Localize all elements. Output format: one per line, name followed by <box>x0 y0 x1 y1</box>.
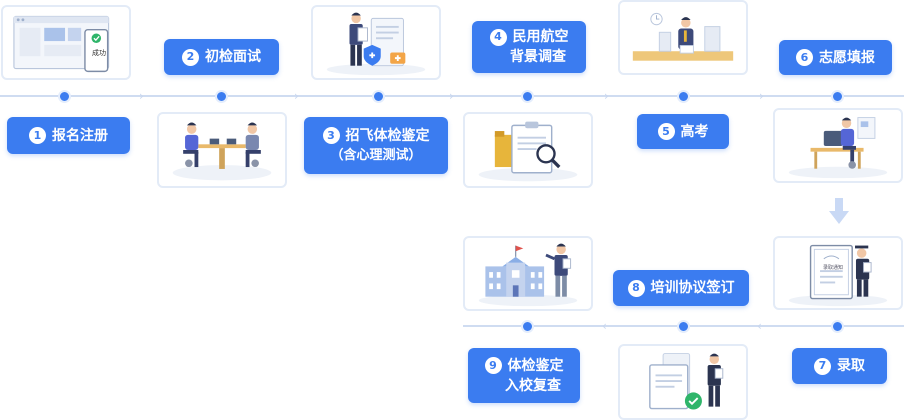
step-title: 录取 <box>837 358 865 374</box>
chevron-left-icon: ‹ <box>602 319 607 333</box>
chevron-right-icon: › <box>139 89 144 103</box>
illustration-background-check <box>463 112 593 188</box>
illustration-gaokao <box>618 0 748 75</box>
step-title: 培训协议签订 <box>650 280 735 296</box>
step-number: 2 <box>182 48 199 66</box>
school-building-icon <box>478 243 578 307</box>
step-number: 1 <box>29 127 46 144</box>
step-label-2: 2 初检面试 <box>164 39 279 75</box>
timeline-dot-step-8 <box>677 320 690 333</box>
illustration-agreement <box>618 344 748 420</box>
step-title: 民用航空 <box>512 29 569 45</box>
step-title: 招飞体检鉴定 <box>345 127 430 144</box>
admission-document-text: 录取通知 <box>823 265 844 271</box>
step-title: 体检鉴定 <box>507 357 564 374</box>
desk-computer-icon <box>788 117 888 179</box>
step-number: 9 <box>484 357 502 374</box>
step-label-8: 8 培训协议签订 <box>613 270 749 306</box>
step-number: 6 <box>796 49 813 66</box>
step-number: 4 <box>489 28 507 46</box>
step-title: 报名注册 <box>52 127 108 144</box>
medical-check-icon <box>326 12 426 76</box>
step-title: 初检面试 <box>205 49 261 65</box>
step-label-1: 1 报名注册 <box>7 117 130 154</box>
step-label-5: 5 高考 <box>637 114 729 149</box>
illustration-register: 成功 <box>1 5 131 80</box>
step-number: 5 <box>657 123 675 140</box>
chevron-right-icon: › <box>294 89 299 103</box>
illustration-application <box>773 108 903 183</box>
chevron-right-icon: › <box>449 89 454 103</box>
step-label-9: 9 体检鉴定 入校复查 <box>468 348 580 403</box>
step-subtitle: （含心理测试） <box>330 147 422 163</box>
browser-window-icon <box>13 15 110 73</box>
chevron-right-icon: › <box>759 89 764 103</box>
admission-letter-icon <box>788 244 888 307</box>
illustration-medical <box>311 5 441 80</box>
step-label-6: 6 志愿填报 <box>779 40 892 75</box>
step-subtitle: 入校复查 <box>505 377 561 394</box>
timeline-top <box>0 95 904 97</box>
illustration-admission: 录取通知 <box>773 236 903 310</box>
timeline-dot-step-5 <box>677 90 690 103</box>
clipboard-magnifier-icon <box>478 121 578 182</box>
chevron-left-icon: ‹ <box>757 319 762 333</box>
timeline-dot-step-9 <box>521 320 534 333</box>
step-label-4: 4 民用航空 背景调查 <box>472 21 586 73</box>
step-title: 志愿填报 <box>819 49 875 66</box>
timeline-dot-step-2 <box>215 90 228 103</box>
step-subtitle: 背景调查 <box>510 49 566 65</box>
exam-scene-icon <box>632 12 734 61</box>
arrow-down-icon <box>829 198 849 224</box>
timeline-dot-step-6 <box>831 90 844 103</box>
illustration-school <box>463 236 593 311</box>
timeline-dot-step-3 <box>372 90 385 103</box>
step-number: 7 <box>814 357 831 375</box>
step-title: 高考 <box>680 123 709 140</box>
step-number: 3 <box>322 127 340 144</box>
step-label-3: 3 招飞体检鉴定 （含心理测试） <box>304 117 448 174</box>
timeline-dot-step-4 <box>521 90 534 103</box>
step-number: 8 <box>627 279 645 297</box>
step-label-7: 7 录取 <box>792 348 887 384</box>
timeline-dot-step-1 <box>58 90 71 103</box>
illustration-interview <box>157 112 287 188</box>
success-badge: 成功 <box>92 49 106 57</box>
chevron-right-icon: › <box>604 89 609 103</box>
interview-scene-icon <box>172 122 272 181</box>
agreement-document-icon <box>649 353 724 410</box>
timeline-dot-step-7 <box>831 320 844 333</box>
